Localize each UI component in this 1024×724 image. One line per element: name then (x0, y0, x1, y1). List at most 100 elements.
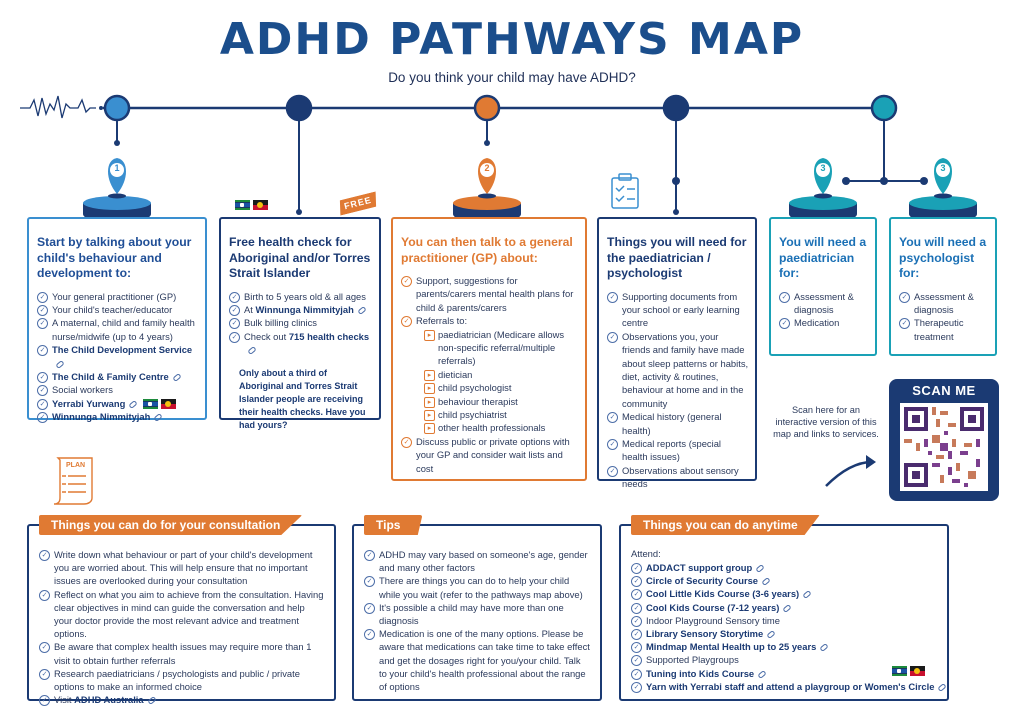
page-title: ADHD PATHWAYS MAP (219, 14, 805, 65)
winnunga-health-link[interactable]: At Winnunga Nimmityjah (229, 303, 373, 317)
aboriginal-flag-icon (910, 665, 925, 676)
step-number-2: 2 (484, 163, 490, 173)
link-icon (755, 564, 765, 574)
scan-me-label: SCAN ME (912, 383, 976, 398)
plan-label: PLAN (66, 462, 86, 469)
list-item: Medication is one of the many options. P… (364, 627, 590, 693)
anytime-tag: Things you can do anytime (631, 515, 820, 535)
tips-box: Tips ADHD may vary based on someone's ag… (352, 515, 602, 701)
list-item: Birth to 5 years old & all ages (229, 290, 373, 303)
things-you-need-heading: Things you will need for the paediatrici… (607, 235, 747, 280)
timeline-node-2 (285, 94, 313, 122)
link-icon (757, 669, 767, 679)
psychologist-heading: You will need a psychologist for: (899, 235, 987, 280)
checklist-icon (611, 173, 639, 209)
referral-item: dietician (424, 368, 579, 382)
list-item: Therapeutic treatment (899, 316, 989, 343)
step-number-3b: 3 (940, 163, 946, 173)
plan-icon (53, 457, 93, 505)
talk-to-box: Start by talking about your child's beha… (27, 217, 207, 424)
health-check-note: Only about a third of Aboriginal and Tor… (239, 367, 366, 430)
child-family-centre-link[interactable]: The Child & Family Centre (37, 370, 199, 384)
gp-heading: You can then talk to a general practitio… (401, 235, 573, 265)
psychologist-box: You will need a psychologist for: Assess… (889, 217, 997, 356)
link-icon (146, 696, 157, 706)
list-item: Bulk billing clinics (229, 316, 373, 330)
torres-strait-flag-icon (235, 199, 250, 210)
link-icon (761, 577, 771, 587)
tips-tag: Tips (364, 515, 423, 535)
winnunga-link[interactable]: Winnunga Nimmityjah (37, 410, 199, 424)
qr-code-icon[interactable] (900, 403, 988, 491)
link-icon (782, 603, 793, 613)
list-item: Be aware that complex health issues may … (39, 640, 324, 666)
yarn-yerrabi-link[interactable]: Yarn with Yerrabi staff and attend a pla… (631, 680, 948, 694)
referral-item: paediatrician (Medicare allows non-speci… (424, 328, 579, 368)
list-item: Research paediatricians / psychologists … (39, 667, 324, 693)
715-health-checks-link[interactable]: Check out 715 health checks (229, 330, 373, 357)
pin-3a-icon (814, 158, 832, 199)
free-health-check-box: Free health check for Aboriginal and/or … (219, 217, 381, 430)
adhd-australia-link[interactable]: Visit ADHD Australia (39, 693, 324, 707)
paediatrician-heading: You will need a paediatrician for: (779, 235, 867, 280)
timeline-node-5 (870, 94, 898, 122)
aboriginal-flag-icon (160, 399, 176, 410)
link-icon (802, 590, 812, 600)
step-number-3a: 3 (820, 163, 826, 173)
link-icon (172, 372, 182, 382)
cool-little-kids-link[interactable]: Cool Little Kids Course (3-6 years) (631, 587, 881, 601)
mindmap-link[interactable]: Mindmap Mental Health up to 25 years (631, 640, 881, 654)
child-development-service-link[interactable]: The Child Development Service (37, 343, 199, 370)
scan-instructions: Scan here for an interactive version of … (773, 405, 879, 439)
arrow-icon (825, 460, 873, 487)
list-item: Observations about sensory needs (607, 464, 749, 491)
list-item: Observations you, your friends and famil… (607, 330, 749, 410)
list-item: Your general practitioner (GP) (37, 290, 199, 303)
list-item: Discuss public or private options with y… (401, 435, 579, 475)
list-item: Assessment & diagnosis (779, 290, 869, 317)
attend-label: Attend: (631, 548, 661, 559)
library-storytime-link[interactable]: Library Sensory Storytime (631, 627, 881, 641)
pin-1-icon (108, 158, 126, 199)
consultation-tag: Things you can do for your consultation (39, 515, 303, 535)
torres-strait-flag-icon (892, 665, 907, 676)
referral-item: child psychologist (424, 381, 579, 395)
list-item: Supporting documents from your school or… (607, 290, 749, 330)
list-item: Reflect on what you aim to achieve from … (39, 588, 324, 641)
list-item: Indoor Playground Sensory time (631, 614, 881, 628)
list-item: It's possible a child may have more than… (364, 601, 590, 627)
link-icon (819, 643, 830, 653)
referral-item: other health professionals (424, 421, 579, 435)
cool-kids-link[interactable]: Cool Kids Course (7-12 years) (631, 601, 881, 614)
consultation-box: Things you can do for your consultation … (27, 515, 336, 707)
list-item: Your child's teacher/educator (37, 303, 199, 317)
tuning-into-kids-link[interactable]: Tuning into Kids Course (631, 667, 881, 680)
link-icon (766, 630, 776, 640)
list-item: Support, suggestions for parents/carers … (401, 274, 579, 314)
list-item: Medical history (general health) (607, 410, 749, 437)
pin-3b-icon (934, 158, 952, 199)
list-item: Assessment & diagnosis (899, 290, 989, 317)
referral-item: behaviour therapist (424, 395, 579, 409)
anytime-box: Things you can do anytime Attend: ADDACT… (619, 515, 949, 701)
list-item: Supported Playgroups (631, 653, 881, 667)
free-health-check-heading: Free health check for Aboriginal and/or … (229, 235, 371, 280)
list-item: A maternal, child and family health nurs… (37, 316, 199, 343)
pin-2-icon (478, 158, 496, 199)
qr-code-panel[interactable]: SCAN ME (889, 379, 999, 501)
list-item: Write down what behaviour or part of you… (39, 548, 324, 588)
addact-link[interactable]: ADDACT support group (631, 561, 881, 575)
list-item: Referrals to: paediatrician (Medicare al… (401, 314, 579, 435)
link-icon (128, 399, 138, 409)
aboriginal-flag-icon (253, 199, 268, 210)
page-subtitle: Do you think your child may have ADHD? (388, 70, 636, 85)
list-item: Medical reports (special health issues) (607, 437, 749, 464)
circle-of-security-link[interactable]: Circle of Security Course (631, 574, 881, 588)
list-item: Medication (779, 316, 869, 330)
step-number-1: 1 (114, 163, 120, 173)
list-item: ADHD may vary based on someone's age, ge… (364, 548, 590, 574)
torres-strait-flag-icon (142, 399, 158, 410)
yerrabi-yurwang-link[interactable]: Yerrabi Yurwang (37, 397, 199, 411)
things-you-need-box: Things you will need for the paediatrici… (597, 217, 757, 489)
flags-header (232, 196, 268, 214)
